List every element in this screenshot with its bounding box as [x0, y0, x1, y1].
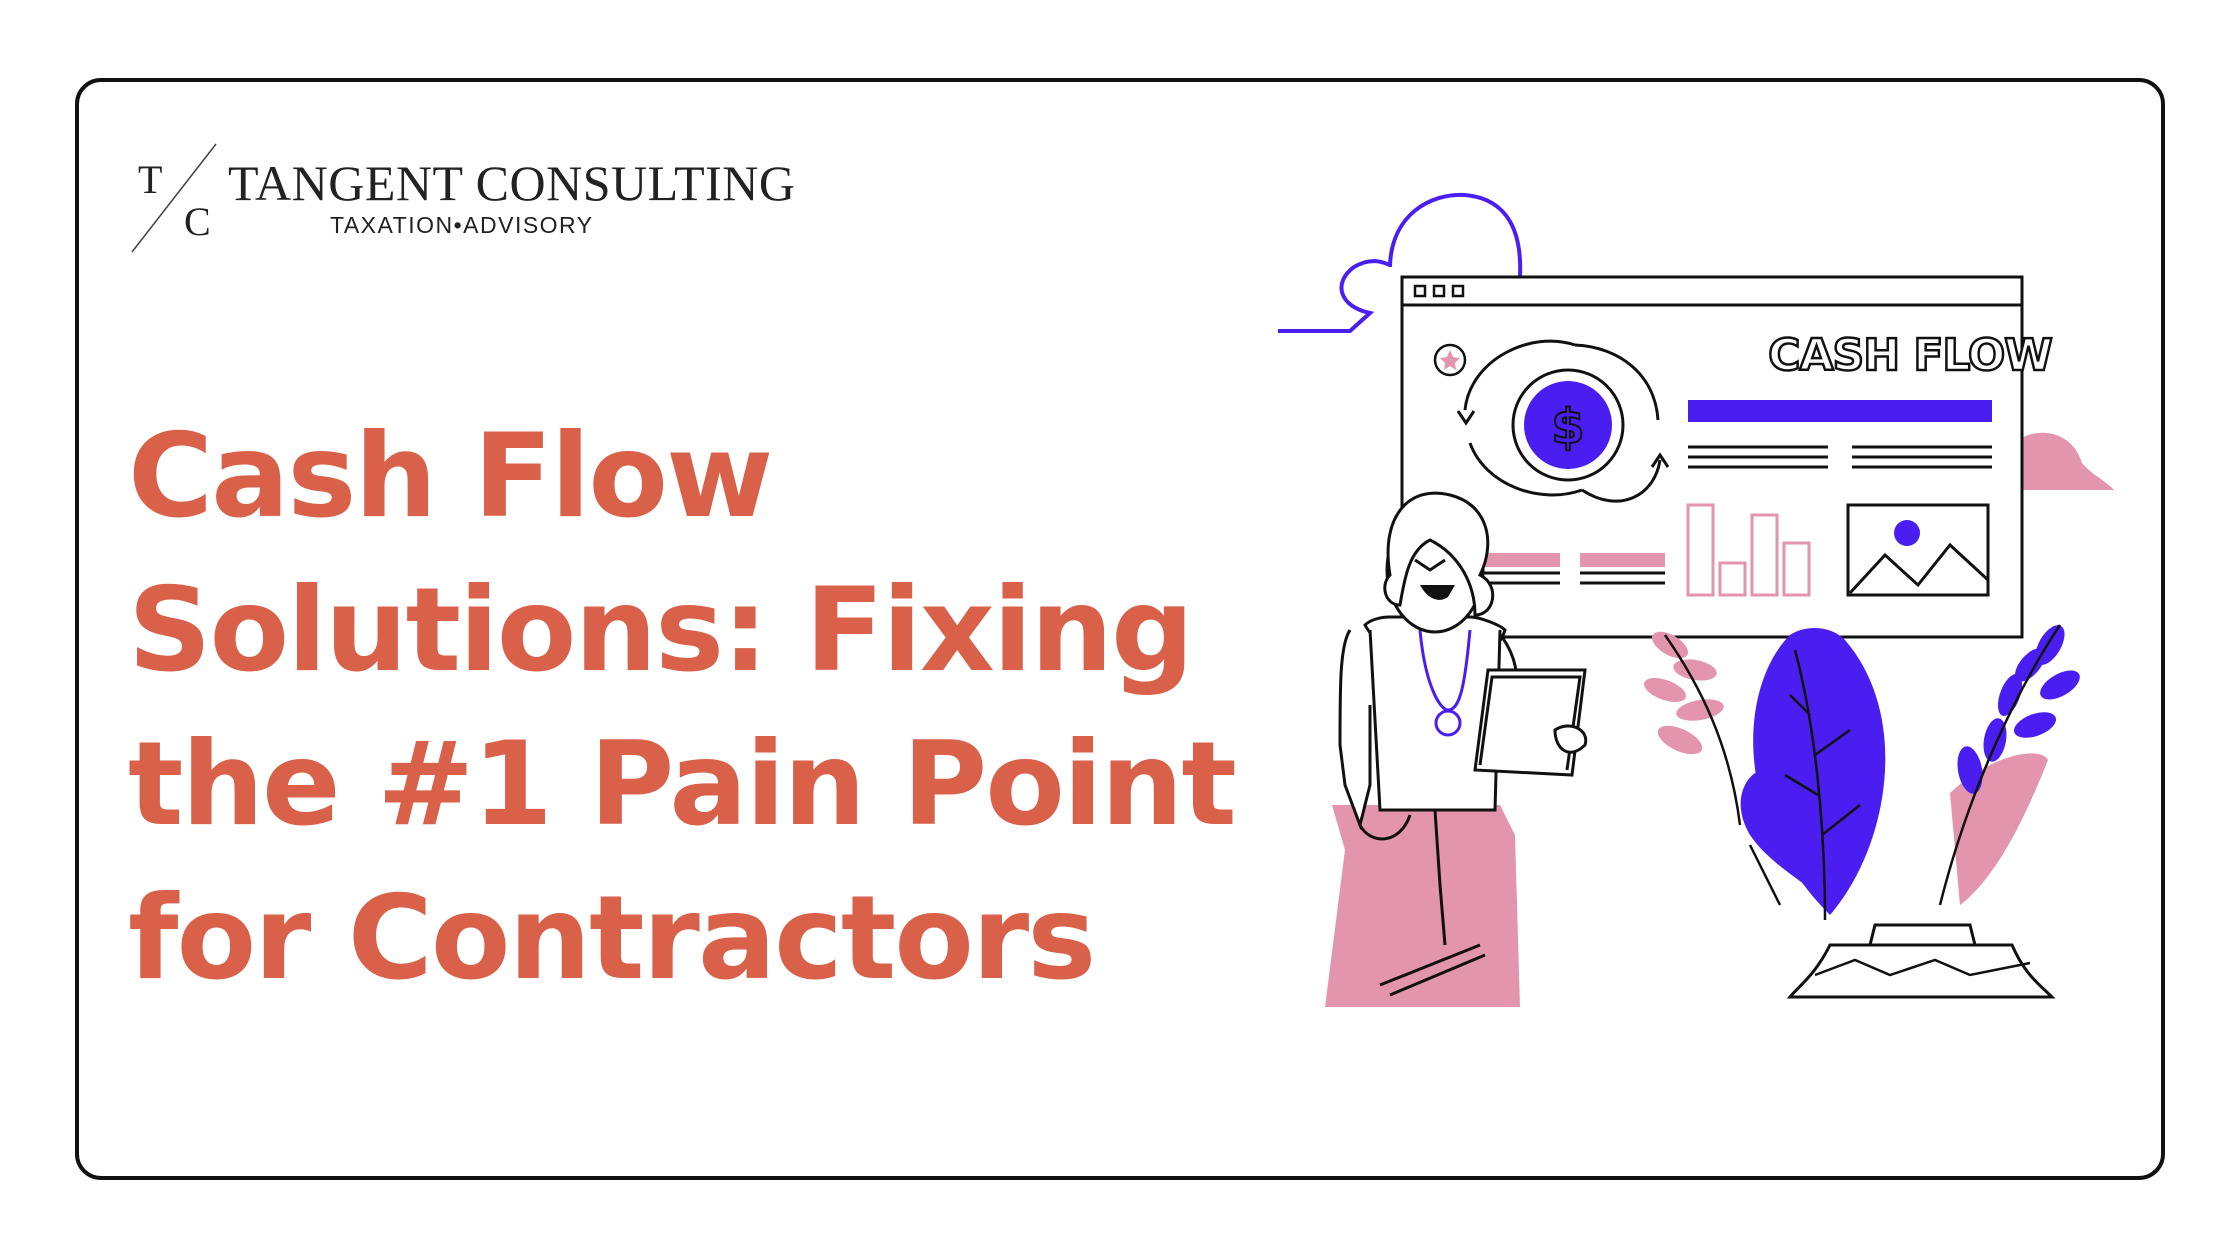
cloud-icon [1278, 192, 1523, 333]
brand-logo[interactable]: T C TANGENT CONSULTING TAXATION•ADVISORY [128, 140, 828, 260]
cash-flow-illustration: $ CASH FLOW [1278, 192, 2114, 1007]
svg-text:$: $ [1551, 399, 1584, 455]
logo-monogram-top: T [138, 157, 163, 202]
screen-title: CASH FLOW [1768, 330, 2052, 381]
logo-monogram-bottom: C [184, 199, 211, 244]
star-icon [1433, 343, 1467, 377]
brand-tagline: TAXATION•ADVISORY [330, 212, 594, 238]
plant-icon [1644, 624, 2080, 999]
logo-monogram: T C [128, 140, 220, 256]
brand-name: TANGENT CONSULTING [228, 155, 796, 211]
dollar-icon: $ [1456, 339, 1670, 503]
title-bar [1688, 400, 1992, 422]
bar-chart-icon [1686, 503, 1811, 597]
image-icon [1846, 503, 1990, 597]
woman-figure [1325, 491, 1588, 1007]
headline: Cash Flow Solutions: Fixing the #1 Pain … [128, 409, 1237, 1006]
